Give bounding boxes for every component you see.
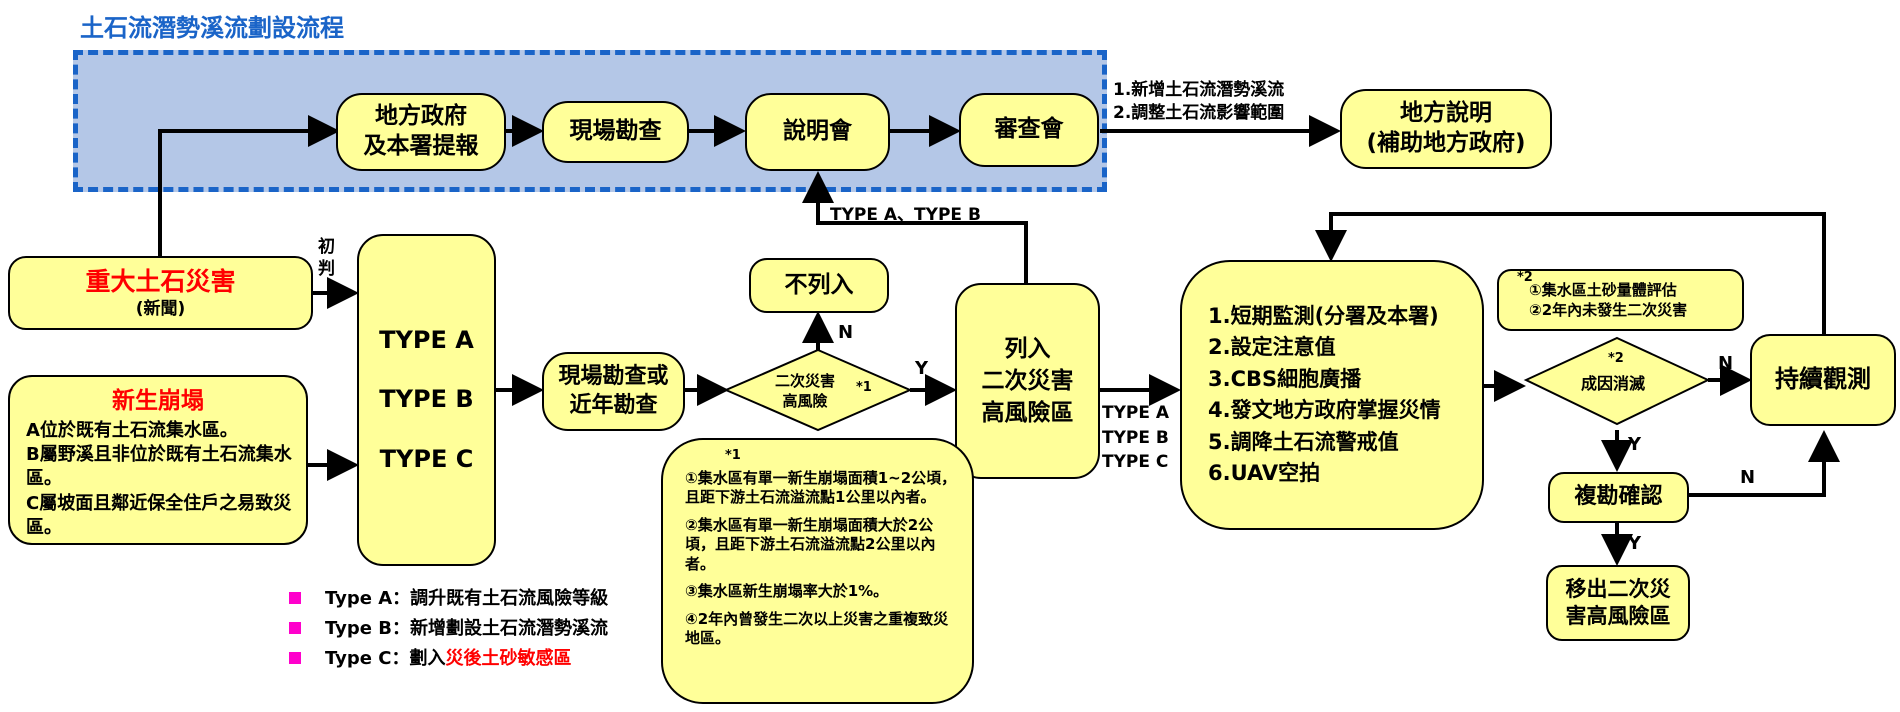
criteria-note-box: *1 ①集水區有單一新生崩塌面積1~2公頃，且距下游土石流溢流點1公里以內者。 … xyxy=(661,438,974,704)
report-line1: 地方政府 xyxy=(375,103,467,130)
legend-bullet xyxy=(289,652,301,664)
note2-mark: *2 xyxy=(1517,270,1533,285)
legend-text: ：調升既有土石流風險等級 xyxy=(392,588,609,609)
not-listed-label: 不列入 xyxy=(784,271,854,298)
legend-type-c: Type C：劃入災後土砂敏感區 xyxy=(325,644,571,670)
note2-item: ②2年內未發生二次災害 xyxy=(1529,301,1688,319)
recheck-yes-label: Y xyxy=(1628,533,1642,554)
legend-bullet xyxy=(289,592,301,604)
survey-box: 現場勘查 xyxy=(542,101,689,163)
legend-key: Type B xyxy=(325,618,392,639)
continue-observation-label: 持續觀測 xyxy=(1775,365,1871,394)
legend-key: Type C xyxy=(325,648,392,669)
new-collapse-item: C屬坡面且鄰近保全住戶之易致災區。 xyxy=(26,492,292,539)
continue-observation-box: 持續觀測 xyxy=(1750,334,1896,426)
remove-line1: 移出二次災 xyxy=(1565,576,1671,601)
legend-text: ：劃入 xyxy=(391,648,446,669)
local-briefing-box: 地方說明 (補助地方政府) xyxy=(1340,89,1552,169)
type-a-label: TYPE A xyxy=(379,326,474,355)
action-item: 2.設定注意值 xyxy=(1208,335,1336,359)
review-box: 審查會 xyxy=(959,93,1099,167)
new-collapse-item: B屬野溪且非位於既有土石流集水區。 xyxy=(26,444,292,490)
criteria-note-mark: *1 xyxy=(725,448,741,463)
note2-box: ①集水區土砂量體評估 ②2年內未發生二次災害 xyxy=(1497,269,1744,331)
type-abc-a: TYPE A xyxy=(1102,403,1170,423)
new-collapse-box: 新生崩塌 A位於既有土石流集水區。 B屬野溪且非位於既有土石流集水區。 C屬坡面… xyxy=(8,375,308,545)
not-listed-box: 不列入 xyxy=(749,258,889,313)
legend-bullet xyxy=(289,622,301,634)
listed-line1: 列入 xyxy=(1004,335,1051,362)
criteria-item: ①集水區有單一新生崩塌面積1~2公頃，且距下游土石流溢流點1公里以內者。 xyxy=(685,468,957,507)
major-disaster-title: 重大土石災害 xyxy=(85,266,236,296)
listed-line2: 二次災害 xyxy=(981,367,1074,394)
legend-type-a: Type A：調升既有土石流風險等級 xyxy=(325,584,608,610)
decision1-line1: 二次災害 xyxy=(775,372,836,390)
new-collapse-items: A位於既有土石流集水區。 B屬野溪且非位於既有土石流集水區。 C屬坡面且鄰近保全… xyxy=(10,417,306,540)
local-briefing-line2: (補助地方政府) xyxy=(1366,130,1526,156)
field-check-line1: 現場勘查或 xyxy=(558,363,669,389)
decision2-label: 成因消滅 xyxy=(1581,374,1646,393)
listed-box: 列入 二次災害 高風險區 xyxy=(955,283,1100,479)
field-check-line2: 近年勘查 xyxy=(569,392,658,418)
type-b-label: TYPE B xyxy=(379,385,474,414)
review-label: 審查會 xyxy=(994,116,1064,143)
decision1-line2: 高風險 xyxy=(782,391,828,410)
remove-line2: 害高風險區 xyxy=(1565,604,1671,628)
review-output-2: 2.調整土石流影響範圍 xyxy=(1113,103,1285,123)
legend-key: Type A xyxy=(325,588,393,609)
recheck-no-label: N xyxy=(1740,467,1756,488)
note2-item: ①集水區土砂量體評估 xyxy=(1529,280,1677,299)
type-c-label: TYPE C xyxy=(379,444,474,473)
listed-line3: 高風險區 xyxy=(981,400,1074,427)
action-item: 4.發文地方政府掌握災情 xyxy=(1208,398,1441,422)
criteria-item: ②集水區有單一新生崩塌面積大於2公頃，且距下游土石流溢流點2公里以內者。 xyxy=(685,515,936,573)
decision-high-risk-label: 二次災害 高風險 xyxy=(775,372,835,411)
types-box: TYPE A TYPE B TYPE C xyxy=(357,234,496,566)
preliminary-label: 初判 xyxy=(318,237,335,280)
decision2-yes-label: Y xyxy=(1628,434,1642,455)
page-title: 土石流潛勢溪流劃設流程 xyxy=(80,14,344,42)
legend-highlight: 災後土砂敏感區 xyxy=(445,648,572,669)
remove-box: 移出二次災 害高風險區 xyxy=(1546,565,1690,641)
briefing-box: 說明會 xyxy=(745,93,890,171)
decision1-no-label: N xyxy=(838,322,854,343)
type-abc-b: TYPE B xyxy=(1102,427,1169,448)
type-abc-labels: TYPE A TYPE B TYPE C xyxy=(1102,401,1169,475)
action-item: 1.短期監測(分署及本署) xyxy=(1208,303,1439,328)
new-collapse-title: 新生崩塌 xyxy=(112,388,204,414)
decision2-mark: *2 xyxy=(1608,351,1624,366)
actions-box: 1.短期監測(分署及本署) 2.設定注意值 3.CBS細胞廣播 4.發文地方政府… xyxy=(1180,260,1484,530)
action-item: 3.CBS細胞廣播 xyxy=(1208,366,1362,391)
legend-text: ：新增劃設土石流潛勢溪流 xyxy=(391,618,608,639)
briefing-label: 說明會 xyxy=(783,118,852,145)
review-output-1: 1.新增土石流潛勢溪流 xyxy=(1113,80,1285,100)
arrow-recheck-no xyxy=(1689,430,1840,497)
arrow-listed-to-briefing xyxy=(802,171,1028,283)
report-box: 地方政府 及本署提報 xyxy=(336,93,506,171)
arrow-major-to-report xyxy=(158,115,340,256)
decision1-yes-label: Y xyxy=(915,358,929,379)
criteria-item: ③集水區新生崩塌率大於1%。 xyxy=(685,582,889,601)
type-ab-label: TYPE A、TYPE B xyxy=(830,205,981,225)
report-line2: 及本署提報 xyxy=(363,133,479,159)
decision-high-risk-diamond xyxy=(723,348,913,432)
local-briefing-line1: 地方說明 xyxy=(1400,100,1492,127)
decision-cause-eliminated-diamond xyxy=(1523,336,1711,426)
new-collapse-item: A位於既有土石流集水區。 xyxy=(26,419,238,441)
action-item: 5.調降土石流警戒值 xyxy=(1208,429,1399,454)
recheck-label: 複勘確認 xyxy=(1574,484,1663,510)
field-check-box: 現場勘查或 近年勘查 xyxy=(542,352,685,431)
type-abc-c: TYPE C xyxy=(1102,452,1169,473)
arrow-continue-loop xyxy=(1315,212,1826,334)
major-disaster-sub: (新聞) xyxy=(135,299,186,320)
criteria-item: ④2年內曾發生二次以上災害之重複致災地區。 xyxy=(685,609,949,648)
decision1-note-mark: *1 xyxy=(856,380,872,395)
legend-type-b: Type B：新增劃設土石流潛勢溪流 xyxy=(325,614,608,640)
decision2-no-label: N xyxy=(1718,353,1734,374)
recheck-box: 複勘確認 xyxy=(1548,472,1689,523)
major-disaster-box: 重大土石災害 (新聞) xyxy=(8,256,313,330)
survey-label: 現場勘查 xyxy=(569,118,662,145)
action-item: 6.UAV空拍 xyxy=(1208,461,1321,485)
